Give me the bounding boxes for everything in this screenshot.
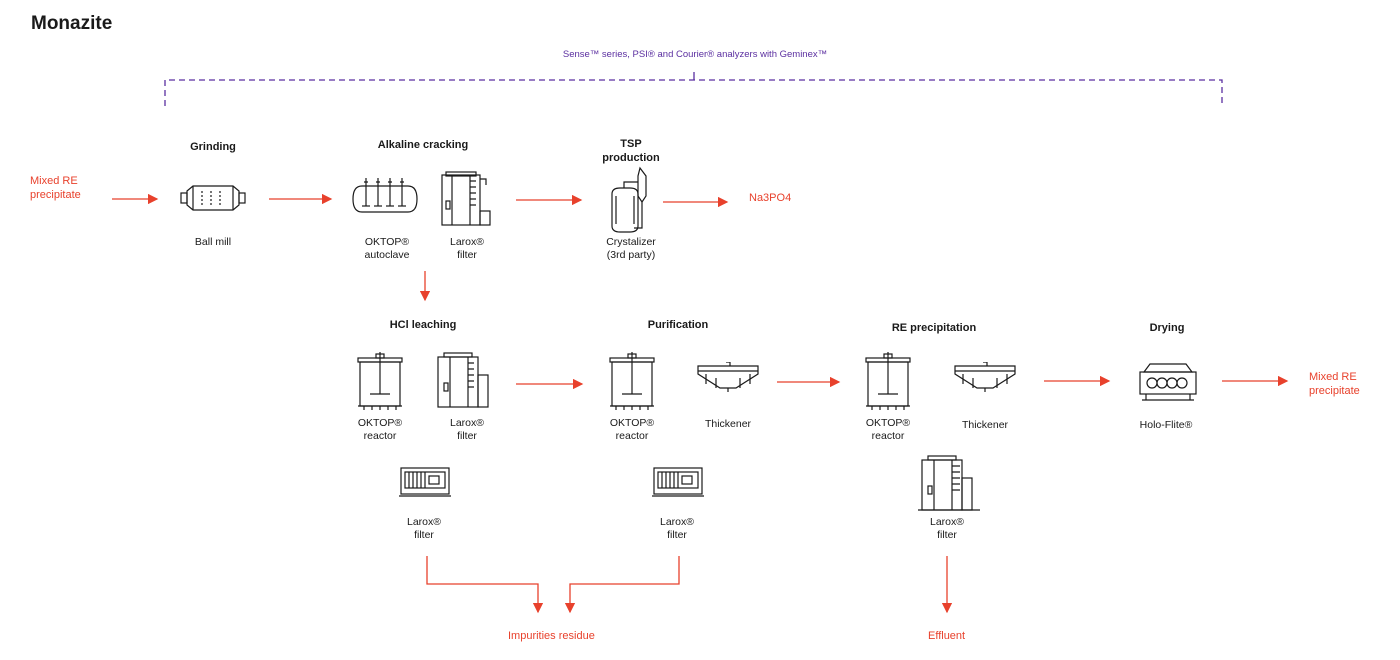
thickener-icon — [697, 362, 759, 392]
larox-press-filter-icon — [399, 467, 451, 497]
stream-effluent-label: Effluent — [928, 630, 966, 642]
thickener-icon — [954, 362, 1016, 392]
caption-oktop-reactor: OKTOP® reactor — [609, 417, 655, 442]
stage-purification: Purification — [647, 319, 709, 331]
crystalizer-icon — [611, 166, 647, 233]
stage-drying: Drying — [1149, 322, 1185, 334]
caption-holo-flite: Holo-Flite® — [1139, 419, 1193, 431]
caption-crystalizer: Crystalizer (3rd party) — [606, 236, 656, 261]
caption-larox-filter: Larox® filter — [449, 236, 484, 261]
caption-ball-mill: Ball mill — [194, 236, 232, 248]
larox-press-filter-icon — [652, 467, 704, 497]
oktop-reactor-icon — [357, 352, 403, 410]
larox-filter-icon — [437, 352, 489, 408]
analyzer-label: Sense™ series, PSI® and Courier® analyze… — [562, 49, 828, 60]
analyzer-bracket — [164, 79, 1223, 106]
caption-oktop-autoclave: OKTOP® autoclave — [364, 236, 410, 261]
stage-hcl-leaching: HCl leaching — [389, 319, 457, 331]
stream-na3po4-label: Na3PO4 — [749, 192, 792, 204]
arrow-filter1-to-impurities — [426, 556, 544, 614]
caption-larox-filter: Larox® filter — [929, 516, 964, 541]
arrow-filter2-to-impurities — [564, 556, 680, 614]
caption-larox-filter: Larox® filter — [406, 516, 441, 541]
stage-grinding: Grinding — [190, 141, 236, 153]
caption-oktop-reactor: OKTOP® reactor — [357, 417, 403, 442]
oktop-reactor-icon — [865, 352, 911, 410]
oktop-reactor-icon — [609, 352, 655, 410]
ball-mill-icon — [180, 185, 246, 211]
stage-re-precipitation: RE precipitation — [891, 322, 977, 334]
caption-oktop-reactor: OKTOP® reactor — [865, 417, 911, 442]
stage-tsp-production: TSP production — [602, 138, 660, 164]
holo-flite-icon — [1139, 363, 1197, 401]
caption-thickener: Thickener — [961, 419, 1009, 431]
larox-filter-icon — [441, 171, 491, 226]
caption-larox-filter: Larox® filter — [449, 417, 484, 442]
caption-larox-filter: Larox® filter — [659, 516, 694, 541]
page-title: Monazite — [31, 13, 113, 34]
stage-alkaline-cracking: Alkaline cracking — [377, 139, 469, 151]
caption-thickener: Thickener — [704, 418, 752, 430]
stream-feed-label: Mixed RE precipitate — [30, 175, 81, 201]
oktop-autoclave-icon — [352, 178, 418, 213]
stream-impurities-label: Impurities residue — [508, 630, 595, 642]
larox-filter-icon — [918, 455, 980, 511]
stream-product-label: Mixed RE precipitate — [1309, 371, 1360, 397]
